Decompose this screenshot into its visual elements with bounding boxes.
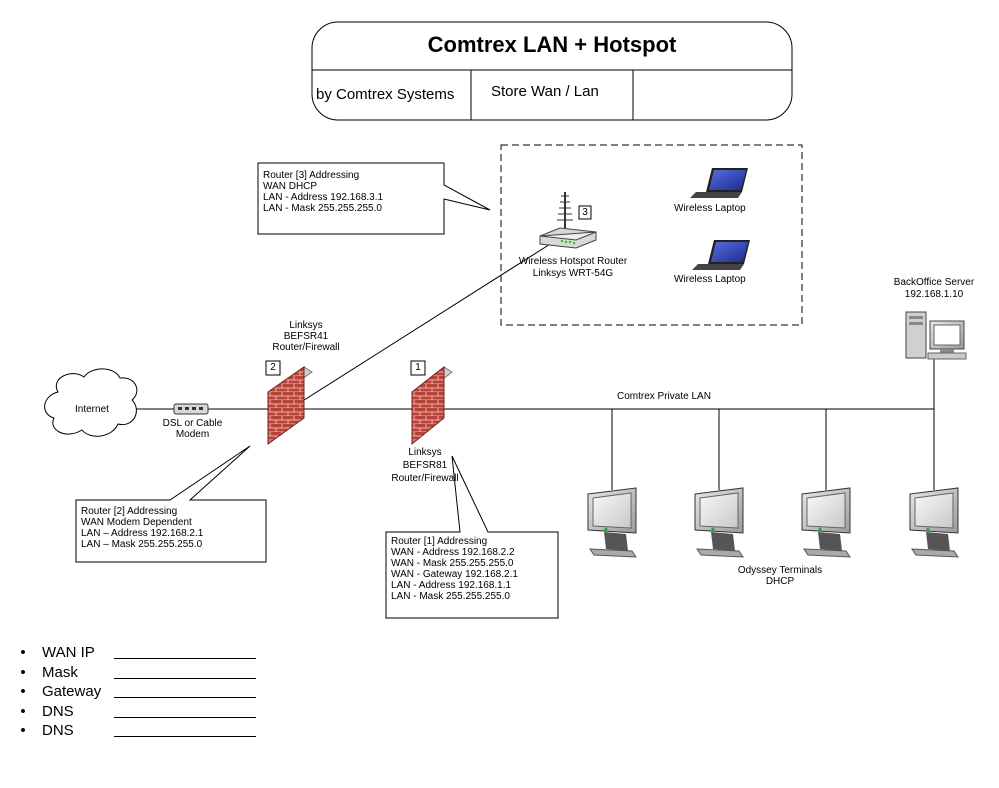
terminals-addressing: DHCP xyxy=(765,576,795,587)
wireless-router-icon xyxy=(539,192,597,249)
bullet-icon: • xyxy=(20,722,26,739)
author-label: by Comtrex Systems xyxy=(316,86,455,103)
router-3-badge: 3 xyxy=(582,207,588,218)
fill-in-fields: • WAN IP • Mask • Gateway • DNS • DNS xyxy=(18,643,256,741)
field-wan-ip: • WAN IP xyxy=(18,643,256,663)
callout-line: Router [1] Addressing xyxy=(391,536,488,547)
callout-line: LAN - Mask 255.255.255.0 xyxy=(263,203,382,214)
blank-line xyxy=(114,716,256,718)
modem-label-line2: Modem xyxy=(175,429,210,440)
router-2-callout: Router [2] Addressing WAN Modem Dependen… xyxy=(81,506,203,550)
field-gateway: • Gateway xyxy=(18,682,256,702)
router-1-brand: Linksys xyxy=(408,447,442,458)
field-mask: • Mask xyxy=(18,663,256,683)
bullet-icon: • xyxy=(20,663,26,681)
callout-line: WAN - Gateway 192.168.2.1 xyxy=(391,569,518,580)
field-label: WAN IP xyxy=(42,644,95,661)
blank-line xyxy=(114,697,256,698)
field-dns-1: • DNS xyxy=(18,702,256,722)
terminal-icon xyxy=(694,487,744,558)
server-ip: 192.168.1.10 xyxy=(904,289,964,300)
router-3-model: Linksys WRT-54G xyxy=(532,268,614,279)
blank-line xyxy=(114,677,256,679)
bullet-icon: • xyxy=(20,644,26,661)
server-icon xyxy=(905,311,967,360)
callout-line: LAN – Address 192.168.2.1 xyxy=(81,528,204,539)
callout-line: LAN - Mask 255.255.255.0 xyxy=(391,591,510,602)
callout-line: LAN - Address 192.168.3.1 xyxy=(263,192,384,203)
modem-icon xyxy=(173,403,209,415)
bullet-icon: • xyxy=(20,702,26,720)
internet-cloud xyxy=(44,368,138,437)
laptop-icon xyxy=(692,240,750,270)
callout-line: WAN Modem Dependent xyxy=(81,517,192,528)
lan-label: Comtrex Private LAN xyxy=(617,391,711,402)
terminal-icon xyxy=(587,487,637,558)
router-3-name: Wireless Hotspot Router xyxy=(518,256,628,267)
router-1-badge: 1 xyxy=(415,362,421,373)
router-2-model: BEFSR41 xyxy=(283,331,329,342)
router-2-callout-shape xyxy=(75,445,267,563)
modem-label-line1: DSL or Cable xyxy=(162,418,223,429)
bullet-icon: • xyxy=(20,683,26,700)
laptop-label: Wireless Laptop xyxy=(674,203,746,214)
callout-line: WAN - Address 192.168.2.2 xyxy=(391,547,515,558)
router-1-model: BEFSR81 xyxy=(402,460,448,471)
router-3-callout-shape xyxy=(257,162,491,235)
server-label: BackOffice Server xyxy=(893,277,975,288)
internet-label: Internet xyxy=(75,404,109,415)
router-1-callout-shape xyxy=(385,455,559,619)
firewall-1-icon xyxy=(410,360,453,446)
callout-line: Router [2] Addressing xyxy=(81,506,178,517)
field-label: Mask xyxy=(42,663,78,681)
title-block xyxy=(311,21,793,121)
terminal-icon xyxy=(909,487,959,558)
page-title: Comtrex LAN + Hotspot xyxy=(427,32,677,57)
router-2-badge: 2 xyxy=(270,362,276,373)
field-label: DNS xyxy=(42,702,74,720)
firewall-2-icon xyxy=(265,360,313,445)
router-2-brand: Linksys xyxy=(289,320,323,331)
callout-line: Router [3] Addressing xyxy=(263,170,360,181)
field-dns-2: • DNS xyxy=(18,721,256,741)
field-label: DNS xyxy=(42,722,74,739)
hotspot-zone xyxy=(500,144,803,326)
router-2-type: Router/Firewall xyxy=(272,342,340,353)
router-1-type: Router/Firewall xyxy=(391,473,459,484)
router-3-callout: Router [3] Addressing WAN DHCP LAN - Add… xyxy=(263,170,383,214)
callout-line: WAN DHCP xyxy=(263,181,318,192)
blank-line xyxy=(114,736,256,737)
laptop-label: Wireless Laptop xyxy=(674,274,746,285)
router-1-callout: Router [1] Addressing WAN - Address 192.… xyxy=(391,536,518,602)
callout-line: LAN - Address 192.168.1.1 xyxy=(391,580,512,591)
laptop-icon xyxy=(690,168,748,198)
callout-line: LAN – Mask 255.255.255.0 xyxy=(81,539,203,550)
callout-line: WAN - Mask 255.255.255.0 xyxy=(391,558,514,569)
network-links xyxy=(135,233,935,490)
field-label: Gateway xyxy=(42,683,102,700)
terminals-label: Odyssey Terminals xyxy=(737,565,823,576)
document-label: Store Wan / Lan xyxy=(491,83,599,100)
blank-line xyxy=(114,658,256,659)
terminal-icon xyxy=(801,487,851,558)
